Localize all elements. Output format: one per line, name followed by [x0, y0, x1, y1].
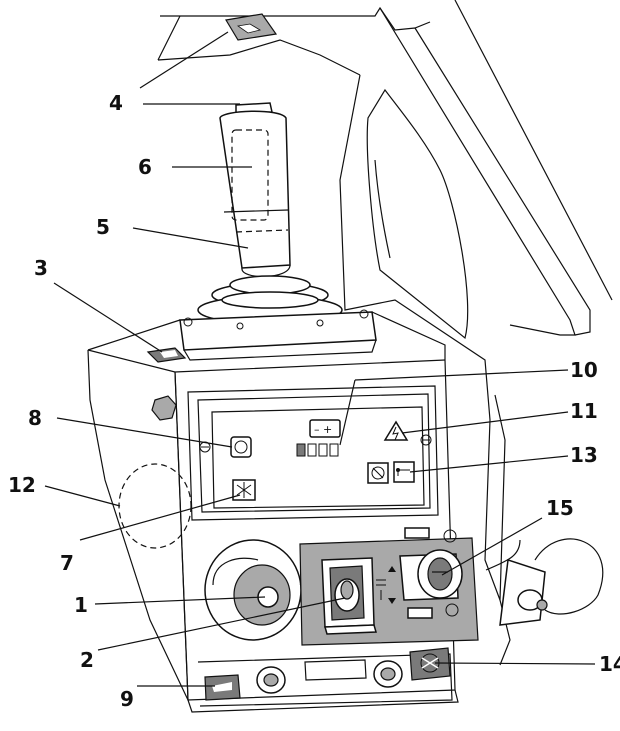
emergency-stop-indicator-icon: [230, 436, 252, 458]
drive-lift-symbol-icon: [376, 566, 396, 604]
callout-11: 11: [570, 399, 598, 423]
base-control-icon: [407, 603, 459, 619]
callout-15: 15: [546, 496, 574, 520]
callout-7: 7: [60, 551, 74, 575]
overload-indicator-icon: [367, 462, 389, 484]
battery-indicator-icon: – +: [296, 419, 341, 457]
callout-13: 13: [570, 443, 598, 467]
callout-4: 4: [109, 91, 123, 115]
key-switch[interactable]: [399, 549, 463, 601]
frame-structure: [157, 0, 613, 666]
platform-control-icon: [404, 527, 457, 543]
tilt-alarm-indicator-icon: [232, 479, 256, 501]
warning-triangle-icon: [383, 420, 409, 441]
emergency-stop-button[interactable]: [409, 647, 451, 681]
callout-1: 1: [74, 593, 88, 617]
bottom-left-push-button[interactable]: [256, 666, 286, 694]
drive-lift-selector-switch[interactable]: [321, 557, 377, 635]
callout-6: 6: [138, 155, 152, 179]
leader-lines: [44, 31, 596, 687]
callout-5: 5: [96, 215, 110, 239]
joystick[interactable]: [179, 102, 377, 361]
battery-symbol: – +: [314, 423, 332, 436]
callout-8: 8: [28, 406, 42, 430]
callout-2: 2: [80, 648, 94, 672]
bottom-strip: [197, 647, 453, 707]
callout-14: 14: [599, 652, 620, 676]
display-panel: – +: [187, 385, 439, 521]
speed-control-knob[interactable]: [204, 539, 312, 641]
callout-9: 9: [120, 687, 134, 711]
callout-10: 10: [570, 358, 598, 382]
side-cable-connector: [499, 538, 604, 626]
top-label-plate: [225, 13, 278, 41]
callout-12: 12: [8, 473, 36, 497]
control-box: [87, 311, 459, 713]
bottom-right-push-button[interactable]: [373, 660, 403, 688]
switch-panel: [299, 527, 479, 646]
callout-labels: 4 6 5 3 10 8 11 13 12 15 7 1 2 14 9: [8, 91, 620, 711]
callout-3: 3: [34, 256, 48, 280]
manual-lowering-label: [204, 674, 241, 701]
